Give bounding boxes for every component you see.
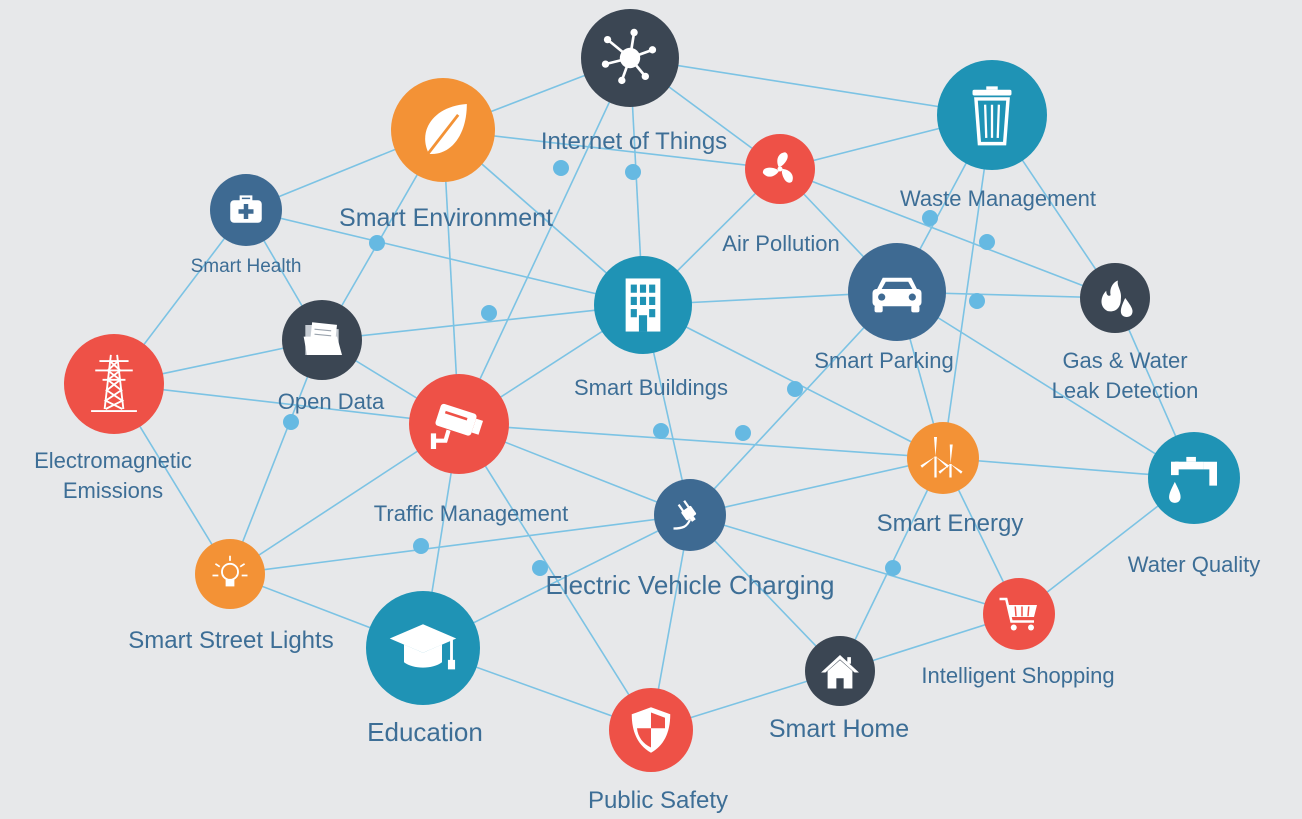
node-label: Traffic Management — [374, 501, 568, 526]
node-circle — [907, 422, 979, 494]
node-label: Education — [367, 717, 483, 747]
node-label: Water Quality — [1128, 552, 1260, 577]
node-label: Leak Detection — [1052, 378, 1199, 403]
junction-dot — [413, 538, 429, 554]
node-parking: Smart Parking — [814, 243, 954, 373]
medical-kit-icon — [229, 195, 263, 224]
node-buildings: Smart Buildings — [574, 256, 728, 400]
connection-line-waste-energy — [942, 114, 993, 459]
connection-line-opendata-lights — [229, 339, 323, 575]
node-education: Education — [366, 591, 483, 747]
connection-line-energy-ev — [689, 457, 944, 516]
building-icon — [625, 278, 661, 332]
node-label: Smart Parking — [814, 348, 953, 373]
junction-dot — [787, 381, 803, 397]
connection-line-parking-water — [896, 291, 1195, 479]
node-label: Electromagnetic — [34, 448, 192, 473]
node-label: Smart Energy — [877, 510, 1024, 537]
node-opendata: Open Data — [278, 300, 385, 414]
node-label: Smart Environment — [339, 204, 553, 232]
node-shopping: Intelligent Shopping — [921, 578, 1115, 688]
node-label: Smart Health — [191, 256, 302, 277]
connection-junctions — [283, 160, 995, 576]
connection-line-buildings-opendata — [321, 304, 644, 341]
connection-line-emissions-traffic — [113, 383, 460, 425]
junction-dot — [979, 234, 995, 250]
node-label: Smart Street Lights — [128, 627, 333, 654]
node-label: Emissions — [63, 478, 163, 503]
connection-line-traffic-safety — [458, 423, 652, 731]
node-environment: Smart Environment — [339, 78, 553, 232]
node-air: Air Pollution — [722, 134, 840, 256]
connection-line-air-gas — [779, 168, 1116, 299]
node-label: Open Data — [278, 389, 385, 414]
node-label: Air Pollution — [722, 231, 839, 256]
junction-dot — [653, 423, 669, 439]
node-safety: Public Safety — [588, 688, 728, 814]
node-waste: Waste Management — [900, 60, 1096, 211]
junction-dot — [625, 164, 641, 180]
node-health: Smart Health — [191, 174, 302, 277]
node-label: Electric Vehicle Charging — [545, 570, 834, 600]
junction-dot — [885, 560, 901, 576]
node-circle — [1148, 432, 1240, 524]
junction-dot — [369, 235, 385, 251]
connection-line-environment-air — [442, 129, 781, 170]
node-label: Public Safety — [588, 787, 728, 814]
node-circle — [195, 539, 265, 609]
trash-can-icon — [970, 84, 1014, 146]
junction-dot — [969, 293, 985, 309]
node-iot: Internet of Things — [541, 9, 727, 155]
folder-icon — [303, 321, 343, 356]
node-home: Smart Home — [769, 636, 909, 743]
connection-line-ev-home — [689, 514, 841, 672]
node-water: Water Quality — [1128, 432, 1260, 577]
connection-line-ev-lights — [229, 514, 691, 575]
connection-line-iot-waste — [629, 57, 993, 116]
node-label: Intelligent Shopping — [921, 663, 1114, 688]
junction-dot — [922, 210, 938, 226]
node-label: Waste Management — [900, 186, 1096, 211]
junction-dot — [283, 414, 299, 430]
node-lights: Smart Street Lights — [128, 539, 334, 654]
node-label: Gas & Water — [1062, 348, 1187, 373]
junction-dot — [532, 560, 548, 576]
connection-line-health-buildings — [245, 209, 644, 306]
node-energy: Smart Energy — [877, 422, 1024, 537]
node-label: Smart Buildings — [574, 375, 728, 400]
junction-dot — [735, 425, 751, 441]
node-label: Smart Home — [769, 715, 909, 743]
node-label: Internet of Things — [541, 128, 727, 155]
junction-dot — [481, 305, 497, 321]
junction-dot — [553, 160, 569, 176]
connection-line-traffic-energy — [458, 423, 944, 459]
connection-line-iot-traffic — [458, 57, 631, 425]
node-traffic: Traffic Management — [374, 374, 568, 526]
node-ev: Electric Vehicle Charging — [545, 479, 835, 600]
connection-line-ev-shopping — [689, 514, 1020, 615]
connection-line-parking-ev — [689, 291, 898, 516]
